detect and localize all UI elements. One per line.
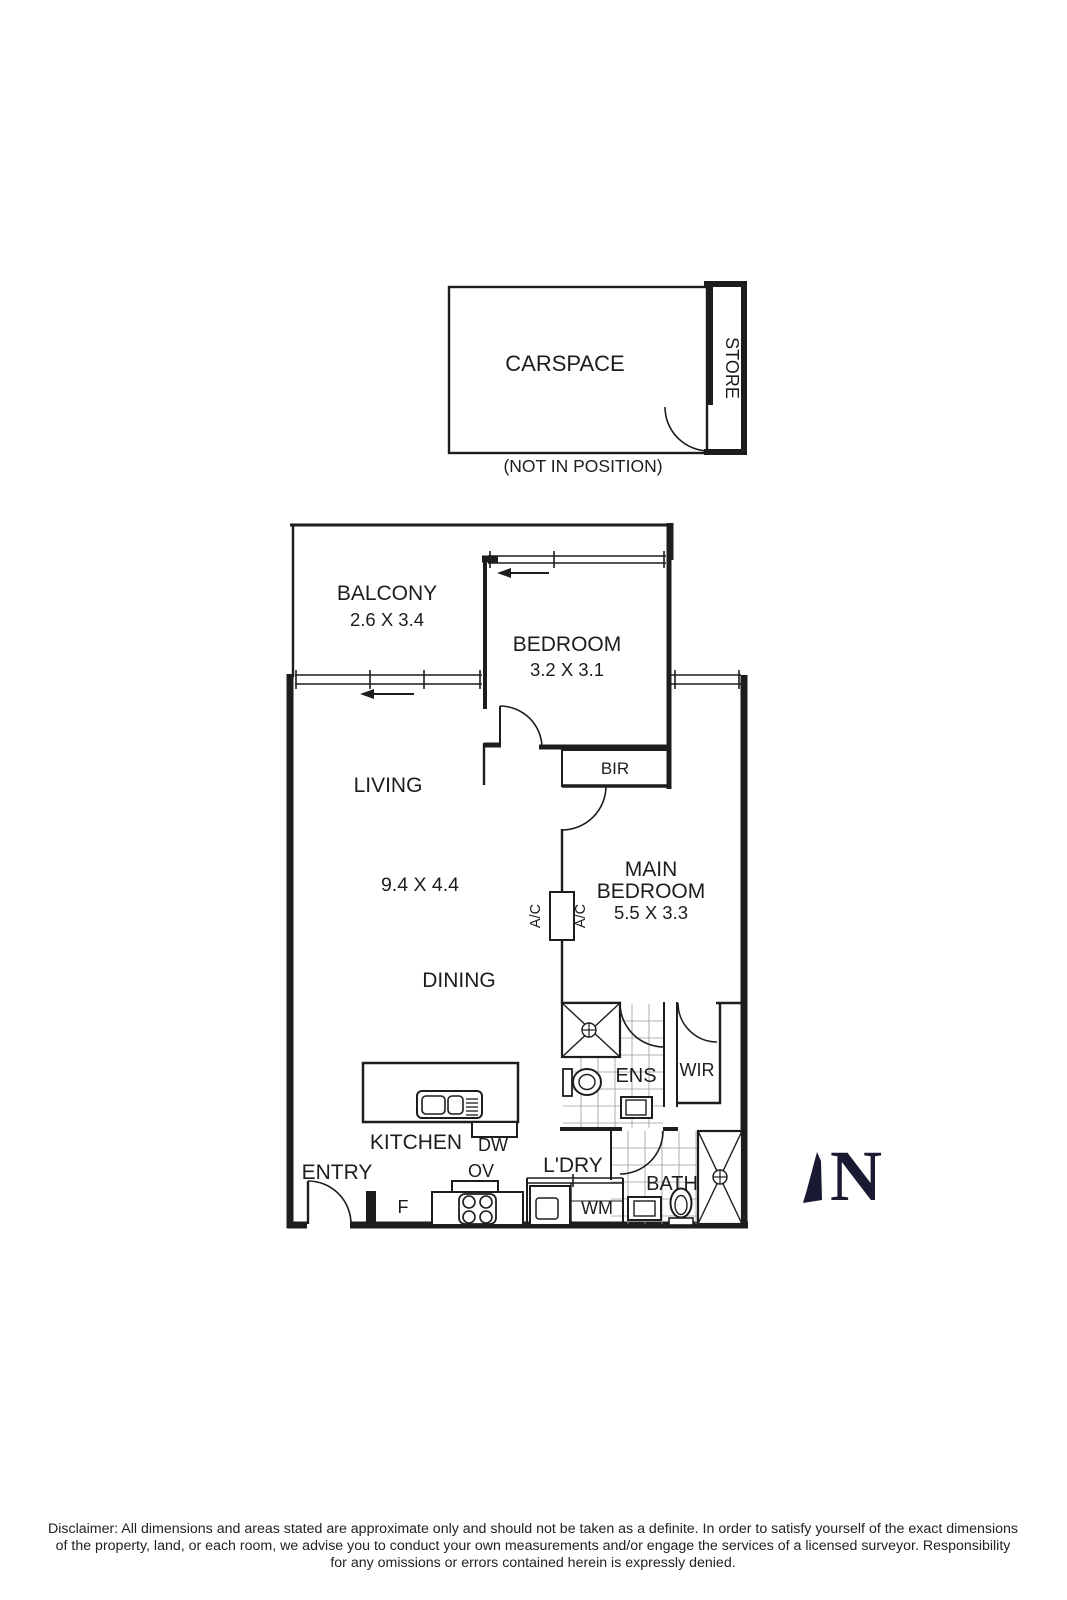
bedroom-dims: 3.2 X 3.1 (530, 659, 604, 680)
entry-door-arc (307, 1180, 352, 1225)
ov-label: OV (468, 1161, 494, 1181)
not-in-position-label: (NOT IN POSITION) (503, 456, 662, 476)
balcony-label: BALCONY (337, 582, 437, 605)
north-compass: N (803, 1136, 882, 1216)
entry-label: ENTRY (302, 1161, 373, 1184)
north-arrow-icon (803, 1152, 822, 1203)
ens-toilet (562, 1068, 602, 1097)
main-bedroom-door-arc (561, 785, 607, 831)
bedroom-door-arc (499, 705, 543, 749)
oven-cooktop (431, 1180, 524, 1226)
balcony: BALCONY 2.6 X 3.4 (295, 582, 482, 699)
ens-shower (560, 1001, 622, 1059)
carspace-label: CARSPACE (505, 351, 624, 376)
living-dining: LIVING 9.4 X 4.4 DINING A/C A/C (354, 774, 589, 1004)
entry: ENTRY (302, 1161, 373, 1225)
ac-label-left: A/C (528, 904, 544, 928)
laundry-tub (529, 1185, 571, 1226)
main-bedroom-label-2: BEDROOM (597, 880, 706, 903)
wm-label: WM (581, 1198, 613, 1218)
fridge-wall-stub (366, 1191, 376, 1227)
wir-label: WIR (680, 1060, 715, 1080)
wir-door-arc (677, 1002, 718, 1043)
balcony-dims: 2.6 X 3.4 (350, 609, 424, 630)
dining-label: DINING (422, 969, 496, 992)
bir-label: BIR (601, 759, 629, 778)
ens-door-arc (619, 1002, 665, 1048)
disclaimer-line-2: of the property, land, or each room, we … (56, 1538, 1012, 1554)
slider-arrow (360, 689, 414, 699)
bath-label: BATH (646, 1173, 698, 1195)
disclaimer: Disclaimer: All dimensions and areas sta… (48, 1521, 1018, 1571)
bir-robe: BIR (561, 749, 670, 831)
fridge-label: F (398, 1197, 409, 1217)
laundry-label: L'DRY (543, 1154, 603, 1177)
bath: BATH (610, 1129, 744, 1226)
window-arrow (497, 568, 549, 578)
kitchen-sink (416, 1090, 483, 1119)
ens-vanity (620, 1096, 653, 1119)
disclaimer-line-3: for any omissions or errors contained he… (330, 1555, 735, 1571)
ens-label: ENS (615, 1065, 656, 1087)
ensuite: ENS (560, 1001, 678, 1131)
bedroom-label: BEDROOM (513, 633, 622, 656)
bedroom: BEDROOM 3.2 X 3.1 (482, 551, 741, 789)
bath-vanity (627, 1196, 662, 1221)
bath-shower (696, 1129, 744, 1226)
bath-door-arc (619, 1130, 664, 1175)
disclaimer-line-1: Disclaimer: All dimensions and areas sta… (48, 1521, 1018, 1537)
main-bedroom-label-1: MAIN (625, 858, 678, 881)
main-bedroom-dims: 5.5 X 3.3 (614, 902, 688, 923)
living-dims: 9.4 X 4.4 (381, 874, 459, 896)
kitchen: KITCHEN DW OV F (361, 1061, 524, 1227)
carspace-section: CARSPACE STORE (NOT IN POSITION) (447, 281, 747, 476)
dishwasher (471, 1121, 518, 1138)
north-label: N (830, 1136, 882, 1216)
dw-label: DW (478, 1135, 508, 1155)
bath-toilet (668, 1187, 694, 1226)
store-label: STORE (722, 337, 742, 399)
kitchen-label: KITCHEN (370, 1131, 462, 1154)
main-bedroom: MAIN BEDROOM 5.5 X 3.3 (561, 858, 745, 1005)
store-door-arc (664, 406, 710, 452)
wir: WIR (676, 1002, 722, 1105)
laundry: L'DRY WM (526, 1154, 624, 1226)
ac-label-right: A/C (573, 904, 589, 928)
living-label: LIVING (354, 774, 423, 797)
ac-unit (549, 891, 575, 941)
